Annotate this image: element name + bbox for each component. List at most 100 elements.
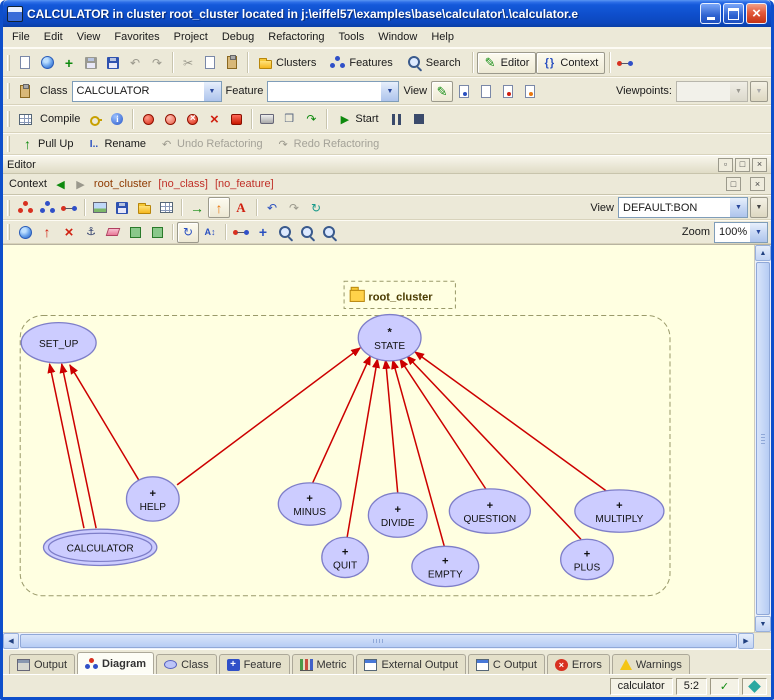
tab-external-output[interactable]: External Output [356,654,465,674]
back-icon[interactable] [54,178,67,190]
save-diagram-icon[interactable] [111,197,133,218]
add-inheritance-link-icon[interactable] [252,222,274,243]
viewpoints-dropdown[interactable] [676,81,748,102]
diagram-edge-minus-state[interactable] [313,356,371,483]
close-button[interactable] [746,3,767,24]
history-icon[interactable] [14,81,36,102]
basic-text-view-icon[interactable] [431,81,453,102]
diagram-edge-help-set_up[interactable] [70,365,139,480]
contract-view-icon[interactable] [497,81,519,102]
force-layout-icon[interactable] [177,222,199,243]
horizontal-scrollbar[interactable]: ◀ ▶ [3,632,771,649]
menu-window[interactable]: Window [371,29,424,45]
new-cluster-icon[interactable] [133,197,155,218]
save-all-icon[interactable] [102,52,124,73]
tab-errors[interactable]: Errors [547,654,610,674]
export-image-icon[interactable] [89,197,111,218]
debug-stop-icon[interactable] [181,109,203,130]
parent-cluster-icon[interactable] [208,197,230,218]
add-client-link-icon[interactable] [230,222,252,243]
go-to-icon[interactable] [186,197,208,218]
scroll-right-icon[interactable]: ▶ [738,633,754,649]
class-tool-icon[interactable] [14,197,36,218]
new-window-icon[interactable] [14,52,36,73]
paste-icon[interactable] [221,52,243,73]
exec-window-icon[interactable] [278,109,300,130]
maximize-panel-icon[interactable]: □ [735,158,750,172]
zoom-in-icon[interactable] [274,222,296,243]
minimize-button[interactable] [700,3,721,24]
diagram-node-calculator[interactable]: CALCULATOR [43,529,156,565]
feature-dropdown[interactable] [267,81,399,102]
diagram-node-minus[interactable]: +MINUS [278,483,341,525]
anchor-icon[interactable] [80,222,102,243]
diagram-node-multiply[interactable]: +MULTIPLY [575,490,664,532]
context-cluster[interactable]: root_cluster [94,178,151,190]
diagram-node-plus[interactable]: +PLUS [561,539,614,579]
cut-icon[interactable] [177,52,199,73]
eraser-icon[interactable] [102,222,124,243]
maximize-button[interactable] [723,3,744,24]
menu-edit[interactable]: Edit [37,29,70,45]
ignore-contract-icon[interactable] [300,109,322,130]
diagram-node-divide[interactable]: +DIVIDE [368,493,427,537]
cluster-label[interactable]: root_cluster [368,291,433,303]
diagram-node-set_up[interactable]: SET_UP [21,323,96,363]
editor-button[interactable]: Editor [477,52,537,74]
app-icon[interactable] [7,6,23,22]
chevron-down-icon[interactable] [381,82,398,101]
zoom-dropdown[interactable]: 100% [714,222,768,243]
tab-feature[interactable]: Feature [219,654,290,674]
pause-icon[interactable] [386,109,408,130]
refresh-icon[interactable] [305,197,327,218]
menu-project[interactable]: Project [167,29,215,45]
menu-help[interactable]: Help [424,29,461,45]
chevron-down-icon[interactable] [730,198,747,217]
zoom-fit-icon[interactable] [296,222,318,243]
menu-file[interactable]: File [5,29,37,45]
compile-label[interactable]: Compile [40,113,80,125]
vertical-scrollbar[interactable]: ▲ ▼ [754,245,771,632]
class-dropdown[interactable]: CALCULATOR [72,81,222,102]
undock-icon[interactable]: ▫ [718,158,733,172]
toolbar-grip[interactable] [7,136,10,152]
toolbar-grip[interactable] [7,224,10,240]
layout-alt-icon[interactable] [146,222,168,243]
diagram-edge-help-state[interactable] [177,348,360,485]
tab-class[interactable]: Class [156,654,217,674]
interface-view-icon[interactable] [519,81,541,102]
delete-icon[interactable] [58,222,80,243]
tab-metric[interactable]: Metric [292,654,355,674]
diagram-canvas[interactable]: root_clusterSET_UP *STATE +HELP CALCULATOR +… [3,245,754,632]
scroll-left-icon[interactable]: ◀ [3,633,19,649]
menu-view[interactable]: View [70,29,108,45]
compile-icon[interactable] [14,109,36,130]
search-button[interactable]: Search [400,52,468,74]
client-link-icon[interactable] [58,197,80,218]
open-icon[interactable] [36,52,58,73]
rename-button[interactable]: Rename [80,133,153,155]
tab-c-output[interactable]: C Output [468,654,545,674]
scroll-down-icon[interactable]: ▼ [755,616,771,632]
pull-up-button[interactable]: Pull Up [14,133,80,155]
vertical-scroll-thumb[interactable] [756,262,770,615]
stop-icon[interactable] [408,109,430,130]
tab-warnings[interactable]: Warnings [612,654,690,674]
toolbar-grip[interactable] [7,200,10,216]
diagram-node-quit[interactable]: +QUIT [322,537,369,577]
viewpoints-expand-icon[interactable] [750,81,768,102]
diagram-node-empty[interactable]: +EMPTY [412,546,479,586]
view-expand-icon[interactable] [750,197,768,218]
chevron-down-icon[interactable] [204,82,221,101]
add-icon[interactable] [58,52,80,73]
undo-icon[interactable] [124,52,146,73]
diagram-node-state[interactable]: *STATE [358,315,421,361]
class-table-icon[interactable] [155,197,177,218]
flat-view-icon[interactable] [475,81,497,102]
tab-diagram[interactable]: Diagram [77,652,154,674]
tab-output[interactable]: Output [9,654,75,674]
diagram-edge-multiply-state[interactable] [415,352,606,491]
diagram-edge-question-state[interactable] [400,359,486,489]
toolbar-grip[interactable] [7,111,10,127]
diagram-node-help[interactable]: +HELP [126,477,179,521]
